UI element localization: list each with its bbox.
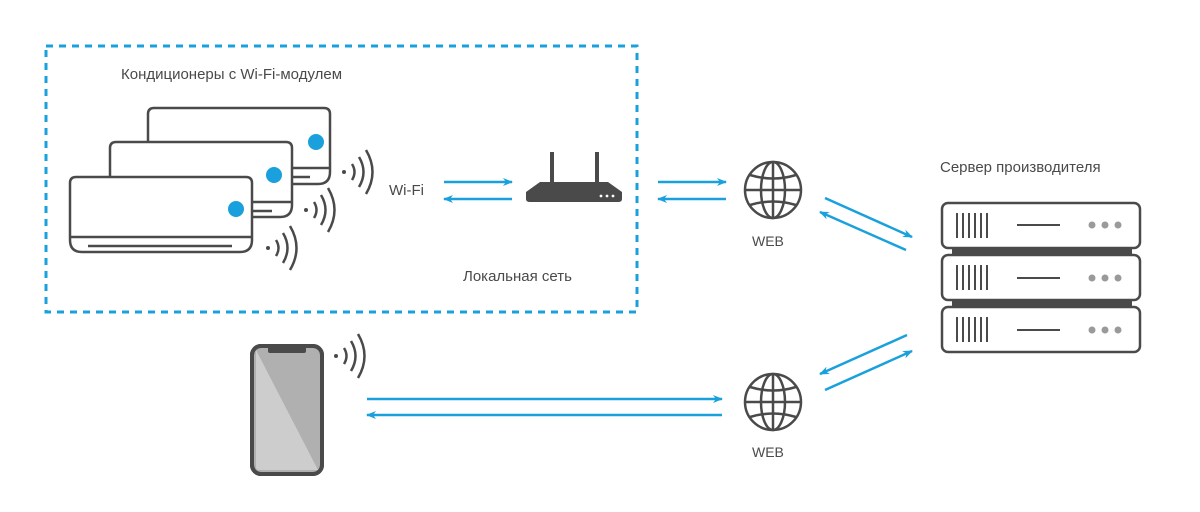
globe-icon [743, 160, 803, 220]
web-server-arrows-top [819, 196, 913, 252]
web-top-label: WEB [752, 233, 784, 249]
arrow-from-server-bottom [819, 333, 908, 376]
phone-web-arrows [366, 395, 723, 419]
web-bottom-label: WEB [752, 444, 784, 460]
smartphone-icon [250, 344, 324, 476]
ac-unit-1 [68, 175, 254, 254]
server-unit-2 [940, 253, 1142, 302]
server-unit-3 [940, 305, 1142, 354]
server-unit-1 [940, 201, 1142, 250]
router-icon [526, 152, 622, 202]
arrow-from-server-top [819, 210, 907, 252]
server-label: Сервер производителя [940, 159, 1101, 176]
server-rack-icon [940, 201, 1142, 354]
signal-ac-2 [304, 187, 336, 233]
signal-ac-3 [342, 149, 374, 195]
arrow-to-server-bottom [824, 349, 913, 392]
router-web-arrows [657, 178, 727, 203]
wifi-signal-icon [334, 333, 366, 379]
globe-icon [743, 372, 803, 432]
ac-group-label: Кондиционеры с Wi-Fi-модулем [121, 66, 343, 83]
signal-ac-1 [266, 225, 298, 271]
web-server-arrows-bottom [819, 333, 913, 392]
wifi-signal-icon [266, 149, 374, 271]
wifi-label: Wi-Fi [389, 182, 424, 199]
local-network-label: Локальная сеть [463, 268, 572, 285]
arrow-to-server-top [824, 196, 913, 239]
wifi-arrows [443, 178, 513, 203]
air-conditioner-icon [68, 106, 332, 254]
